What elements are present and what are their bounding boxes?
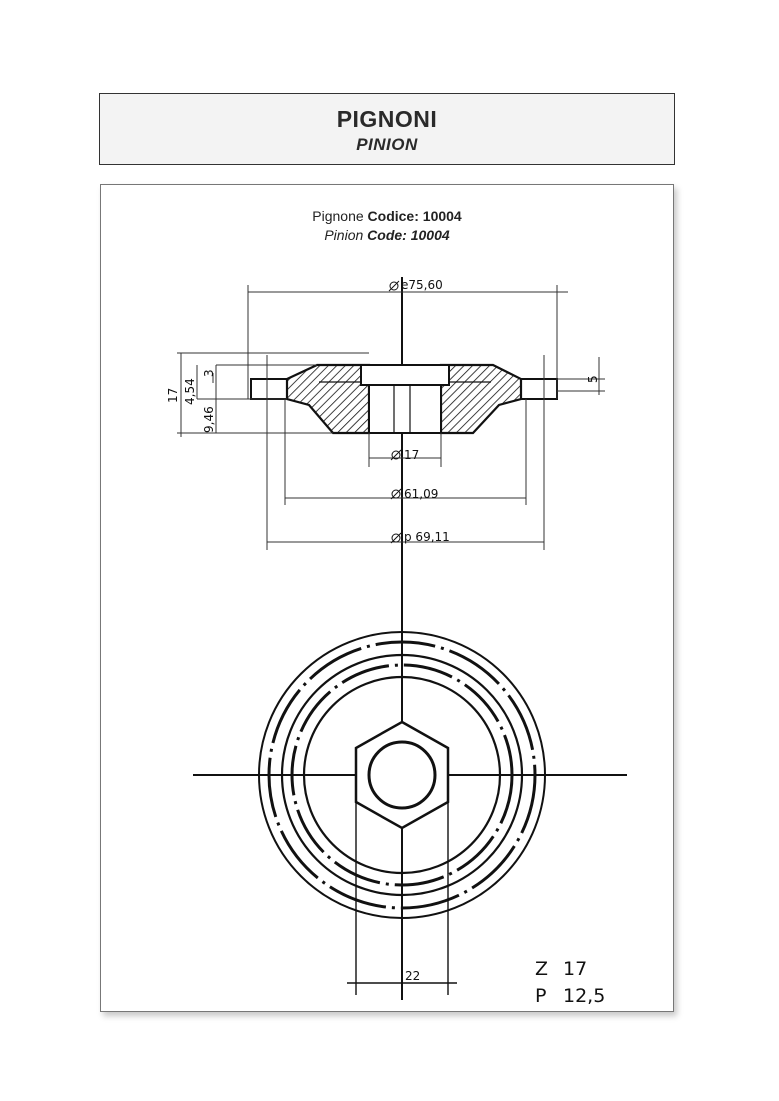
- dim-pitch: p 69,11: [404, 530, 450, 544]
- front-view: [193, 631, 627, 995]
- page-title: PIGNONI: [336, 106, 438, 132]
- technical-drawing: e75,60 17 61,09 p 69,11 17 4,54 3 9,46 5…: [166, 277, 627, 1007]
- spec-p-label: P: [535, 985, 546, 1007]
- dim-hex: 22: [405, 969, 420, 983]
- code-prefix-en: Pinion: [324, 227, 368, 243]
- dim-h2: 3: [202, 369, 216, 377]
- code-value-en: 10004: [410, 227, 450, 243]
- code-block: Pignone Codice: 10004 Pinion Code: 10004: [101, 207, 673, 245]
- spec-z-value: 17: [563, 958, 587, 980]
- dim-h3: 9,46: [202, 406, 216, 433]
- diameter-symbols: [388, 280, 402, 544]
- code-prefix-it: Pignone: [312, 208, 368, 224]
- page-header: PIGNONI PINION: [99, 93, 675, 165]
- dimension-lines: [177, 285, 605, 550]
- code-label-en: Code:: [367, 227, 407, 243]
- spec-z-label: Z: [535, 958, 548, 980]
- section-view: [250, 363, 558, 435]
- dim-hub: 61,09: [404, 487, 438, 501]
- drawing-card: Pignone Codice: 10004 Pinion Code: 10004: [100, 184, 674, 1012]
- dim-h1: 4,54: [183, 378, 197, 405]
- page-subtitle: PINION: [356, 135, 418, 154]
- dim-tooth-width: 5: [586, 375, 600, 383]
- code-label-it: Codice:: [367, 208, 419, 224]
- code-line-english: Pinion Code: 10004: [101, 226, 673, 245]
- code-value-it: 10004: [422, 208, 462, 224]
- code-line-italian: Pignone Codice: 10004: [101, 207, 673, 226]
- dim-bore: 17: [404, 448, 419, 462]
- dim-height-total: 17: [166, 388, 180, 403]
- spec-p-value: 12,5: [563, 985, 605, 1007]
- dim-outer-diameter: e75,60: [401, 278, 443, 292]
